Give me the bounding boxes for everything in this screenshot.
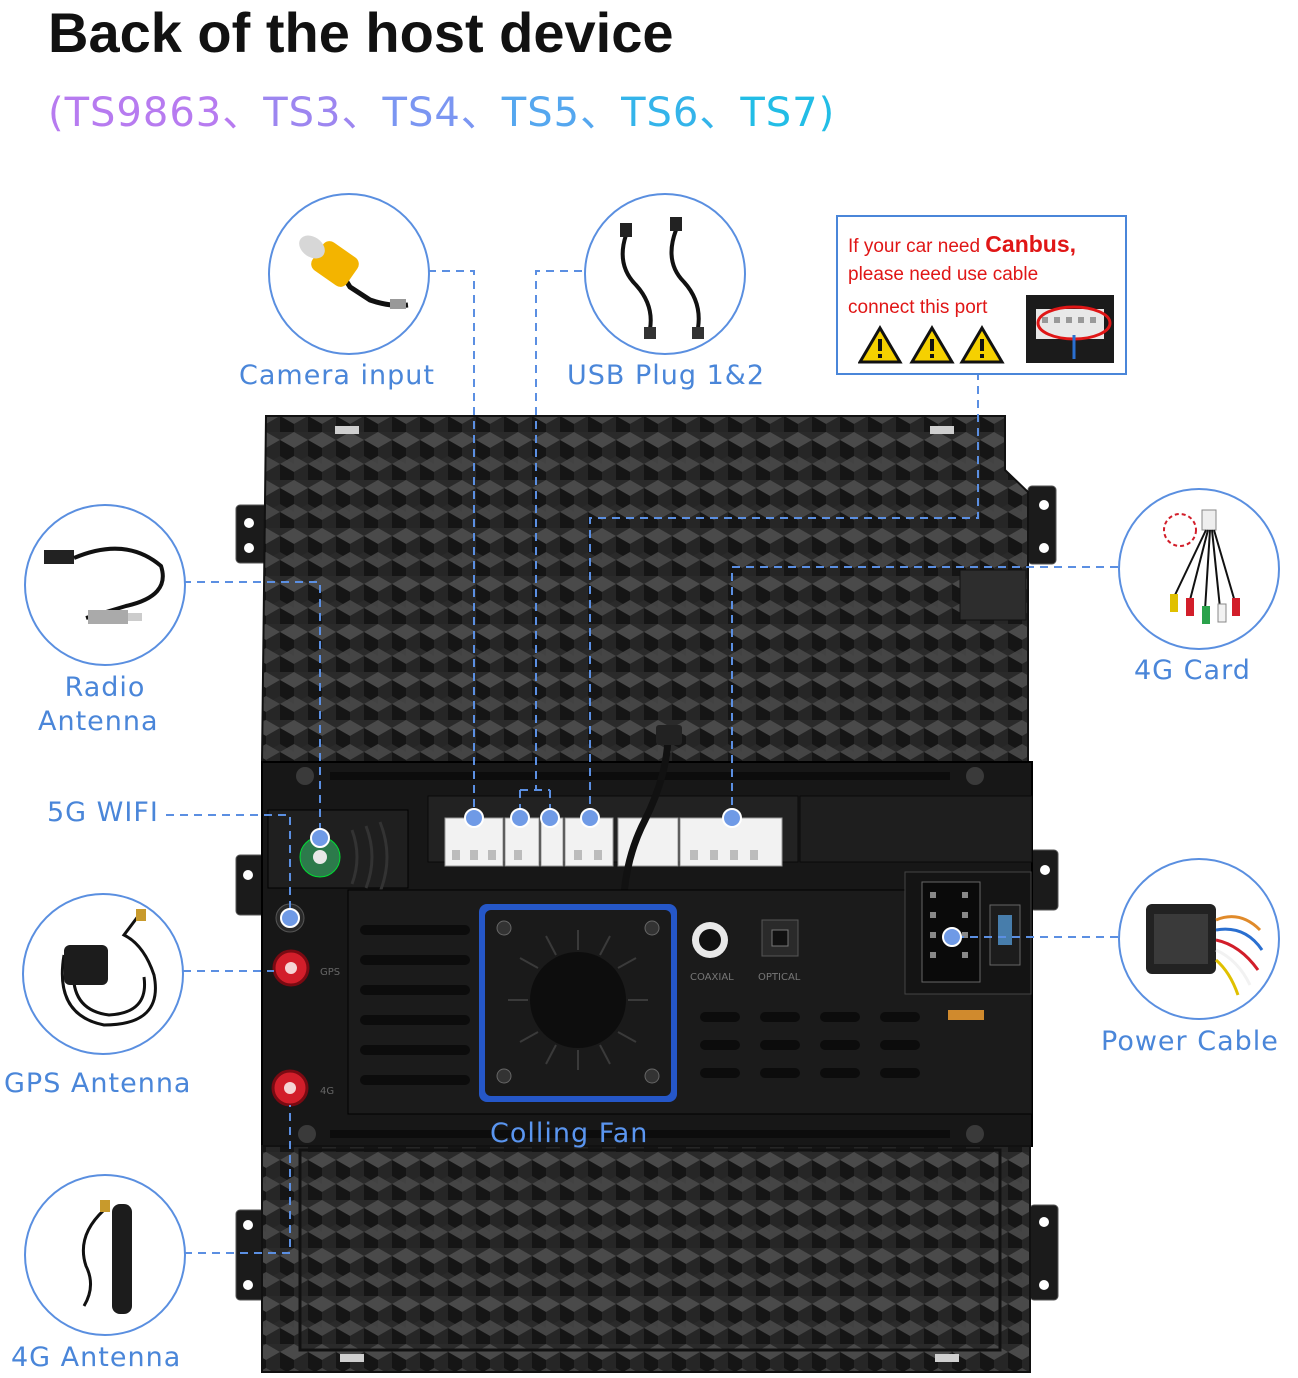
power-cable-label: Power Cable <box>1101 1026 1279 1057</box>
warning-icons <box>858 325 1005 364</box>
radio-antenna-thumbnail <box>24 504 186 666</box>
card-4g-label: 4G Card <box>1134 655 1251 686</box>
warning-triangle-icon <box>909 325 955 364</box>
model-ts4: TS4、 <box>382 90 502 136</box>
gps-antenna-label: GPS Antenna <box>4 1068 192 1099</box>
canbus-note-line1-prefix: If your car need <box>848 236 986 257</box>
model-list-open-paren: ( <box>48 90 65 136</box>
coaxial-marking: COAXIAL <box>690 972 734 983</box>
model-list-close-paren: ) <box>818 90 836 136</box>
antenna-4g-label: 4G Antenna <box>11 1342 182 1373</box>
canbus-note-line2: please need use cable <box>848 264 1039 285</box>
camera-input-thumbnail <box>268 193 430 355</box>
canbus-note-keyword: Canbus, <box>985 231 1077 257</box>
port-4g-marking: 4G <box>320 1086 334 1097</box>
power-cable-thumbnail <box>1118 858 1280 1020</box>
cooling-fan-label: Colling Fan <box>490 1118 649 1149</box>
canbus-port-photo <box>1026 295 1114 363</box>
page-title: Back of the host device <box>48 1 674 64</box>
canbus-note: If your car need Canbus, please need use… <box>836 215 1127 375</box>
model-list: (TS9863、TS3、TS4、TS5、TS6、TS7) <box>48 80 835 138</box>
gps-antenna-thumbnail <box>22 893 184 1055</box>
model-ts3: TS3、 <box>263 90 383 136</box>
model-ts9863: TS9863、 <box>64 90 264 136</box>
radio-antenna-label-line1: Radio <box>64 672 146 703</box>
warning-triangle-icon <box>959 325 1005 364</box>
radio-antenna-label-line2: Antenna <box>38 706 159 737</box>
model-ts6: TS6、 <box>621 90 741 136</box>
antenna-4g-thumbnail <box>24 1174 186 1336</box>
usb-plug-thumbnail <box>584 193 746 355</box>
wifi-5g-label: 5G WIFI <box>47 797 159 828</box>
model-ts7: TS7 <box>740 90 819 136</box>
warning-triangle-icon <box>858 325 903 364</box>
canbus-note-line3: connect this port <box>848 297 988 318</box>
gps-marking: GPS <box>320 967 340 978</box>
canbus-note-line1: If your car need Canbus, <box>848 231 1076 258</box>
optical-marking: OPTICAL <box>758 972 801 983</box>
usb-plug-label: USB Plug 1&2 <box>567 360 766 391</box>
card-4g-thumbnail <box>1118 488 1280 650</box>
camera-input-label: Camera input <box>239 360 435 391</box>
model-ts5: TS5、 <box>501 90 622 136</box>
